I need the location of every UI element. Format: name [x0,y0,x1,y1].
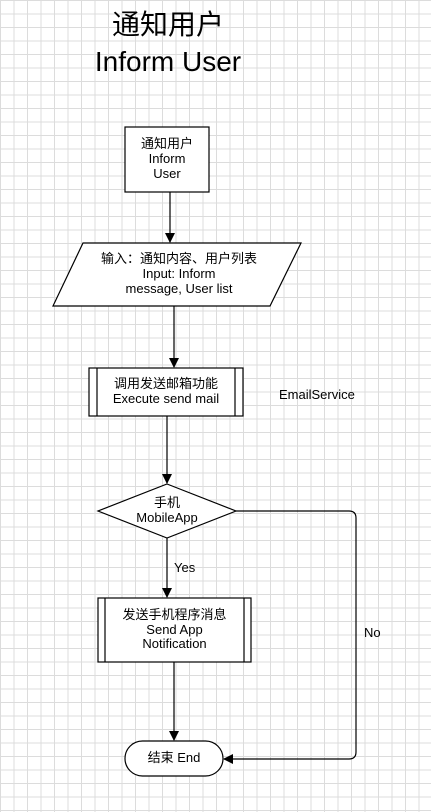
send-mail-label-english: Execute send mail [112,391,220,406]
send-app-label-chinese: 发送手机程序消息 [122,606,227,622]
end-label-text: 结束 End [147,750,201,766]
yes-branch-label: Yes [174,560,196,575]
send-mail-label: 调用发送邮箱功能 Execute send mail [97,368,235,416]
end-label: 结束 End [125,741,223,776]
input-label-english-1: Input: Inform [142,266,216,282]
diagram-title-english: Inform User [94,46,242,77]
no-branch-label: No [364,625,381,640]
diagram-title-chinese: 通知用户 [111,8,224,41]
connector-decision-no-to-end [223,510,357,764]
decision-label-chinese: 手机 [153,495,180,511]
input-label-chinese: 输入：通知内容、用户列表 [100,251,257,267]
input-parallelogram [52,242,302,307]
start-label-english-1: Inform [148,151,186,167]
decision-label-english: MobileApp [136,510,198,525]
start-label-chinese: 通知用户 [140,136,193,152]
send-app-label-english-1: Send App [146,621,203,637]
input-parallelogram-label: 输入：通知内容、用户列表 Input: Inform message, User… [70,246,288,303]
decision-label: 手机 MobileApp [112,490,222,532]
start-process-box [124,126,210,193]
send-mail-label-chinese: 调用发送邮箱功能 [113,376,218,392]
send-app-label-english-2: Notification [142,636,207,652]
start-process-label: 通知用户 Inform User [125,127,209,192]
send-mail-subprocess-box [88,367,244,417]
start-label-english-2: User [153,165,181,181]
input-label-english-2: message, User list [125,280,233,296]
email-service-label: EmailService [279,387,355,402]
send-app-label: 发送手机程序消息 Send App Notification [105,598,244,662]
